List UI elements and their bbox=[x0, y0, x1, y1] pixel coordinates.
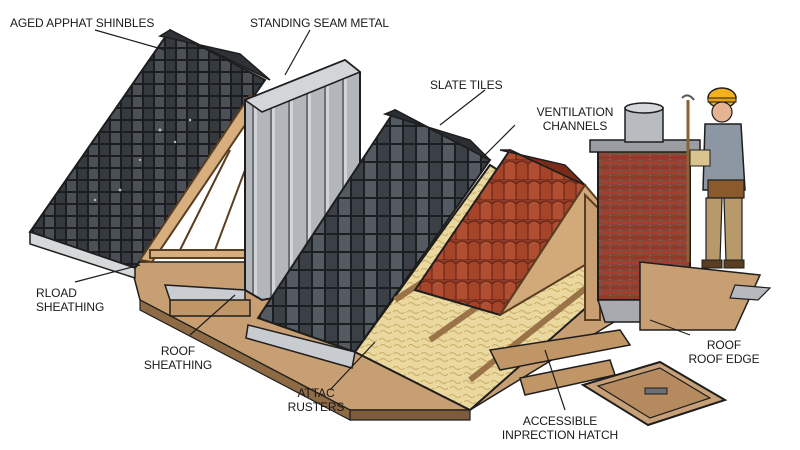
label-inspection-hatch: ACCESSIBLE INPRECTION HATCH bbox=[480, 414, 640, 442]
support-beams bbox=[169, 299, 632, 396]
label-roof-sheathing-line2: SHEATHING bbox=[143, 358, 213, 372]
label-roof-edge: ROOF ROOF EDGE bbox=[668, 338, 780, 366]
label-attic-rafters: ATTAC RUSTERS bbox=[280, 386, 352, 414]
label-rload-sheathing: RLOAD SHEATHING bbox=[36, 286, 104, 314]
roofing-worker-figure bbox=[681, 87, 746, 269]
label-rload-line1: RLOAD bbox=[36, 286, 77, 300]
label-slate-tiles: SLATE TILES bbox=[430, 78, 503, 92]
label-hatch-line1: ACCESSIBLE bbox=[522, 414, 598, 428]
label-hatch-line2: INPRECTION HATCH bbox=[501, 428, 619, 442]
asphalt-shingle-section bbox=[28, 28, 271, 280]
label-roof-sheathing: ROOF SHEATHING bbox=[138, 344, 218, 372]
callout-leader-lines bbox=[74, 29, 691, 411]
label-ventilation-line1: VENTILATION bbox=[536, 105, 614, 119]
shingle-weathering-specks bbox=[93, 118, 192, 202]
roof-edge-deck bbox=[639, 261, 772, 331]
label-ventilation-line2: CHANNELS bbox=[542, 119, 608, 133]
label-standing-seam-metal: STANDING SEAM METAL bbox=[250, 16, 390, 30]
label-roof-edge-line1: ROOF bbox=[706, 338, 742, 352]
label-roof-edge-line2: ROOF EDGE bbox=[688, 352, 760, 366]
label-rload-line2: SHEATHING bbox=[36, 300, 105, 314]
label-attic-line1: ATTAC bbox=[297, 386, 335, 400]
label-attic-line2: RUSTERS bbox=[287, 400, 345, 414]
label-ventilation-channels: VENTILATION CHANNELS bbox=[520, 105, 630, 133]
slate-tile-section bbox=[245, 108, 492, 369]
inspection-hatch[interactable] bbox=[580, 360, 728, 427]
label-aged-asphalt-shingles: AGED APPHAT SHINBLES bbox=[10, 16, 155, 30]
label-roof-sheathing-line1: ROOF bbox=[160, 344, 196, 358]
